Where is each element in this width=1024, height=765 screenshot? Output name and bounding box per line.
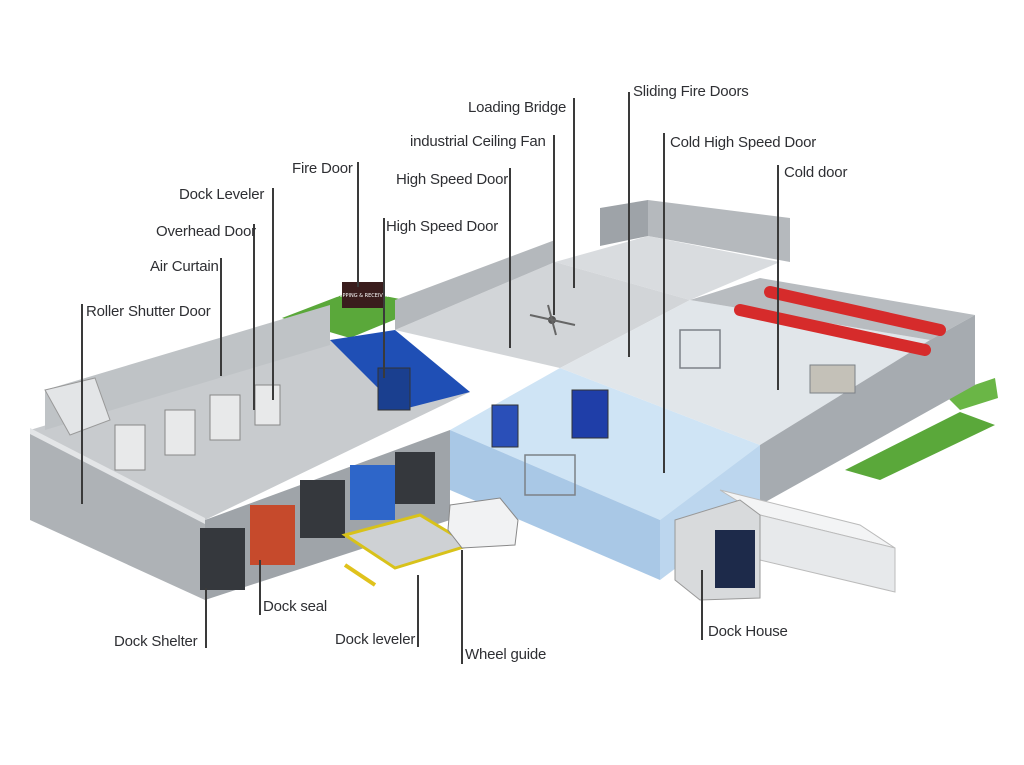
leader-overhead-door [253,224,255,410]
dock-shelter-door [200,528,245,590]
leader-cold-door [777,165,779,390]
leader-roller-shutter-door [81,304,83,504]
back-building-floor [555,236,780,300]
leader-sliding-fire-doors [628,92,630,357]
red-duct-1 [764,286,946,336]
production-back-wall [395,240,555,330]
left-front-wall-top [30,428,205,524]
pickup-truck [447,497,519,549]
shipping-sign-text: SHIPPING & RECEIVING [334,293,392,299]
leader-wheel-guide [461,550,463,664]
leader-ceiling-fan [553,135,555,315]
label-dock-leveler-upper: Dock Leveler [179,186,265,203]
label-air-curtain: Air Curtain [150,258,219,275]
dock-door-3 [300,480,345,538]
grass-patch-right [845,412,995,480]
leader-high-speed-door-lower [383,218,385,378]
overhead-door-3 [209,394,241,441]
label-cold-high-speed-door: Cold High Speed Door [670,134,817,151]
wheel-guide-line [343,563,377,587]
rack-3 [524,454,576,496]
shipping-sign [342,282,384,308]
overhead-door-4 [254,384,281,426]
label-wheel-guide: Wheel guide [465,646,547,663]
leader-air-curtain [220,258,222,376]
label-dock-leveler-lower: Dock leveler [335,631,416,648]
main-floor-left [30,340,470,520]
back-building-side [600,200,648,246]
leader-dock-shelter [205,588,207,648]
leader-loading-bridge [573,98,575,288]
label-sliding-fire-doors: Sliding Fire Doors [633,83,749,100]
left-back-wall [45,305,330,430]
leader-cold-high-speed-door [663,133,665,473]
production-floor [395,262,690,368]
back-building-wall [648,200,790,262]
dock-house-door [715,530,755,588]
label-dock-seal: Dock seal [263,598,328,615]
label-high-speed-door-lower: High Speed Door [386,218,499,235]
label-dock-shelter: Dock Shelter [114,633,198,650]
cold-room-floor [450,368,760,520]
label-dock-house: Dock House [708,623,788,640]
leader-dock-leveler-upper [272,188,274,400]
cold-room-side-door [491,404,519,448]
overhead-door-2 [164,409,196,456]
red-duct-2 [734,304,931,356]
left-front-wall [30,430,205,600]
label-overhead-door: Overhead Door [156,223,256,240]
cold-high-speed-door [571,389,609,439]
dock-seal-door [250,505,295,565]
rack-2 [809,364,856,394]
cold-storage-right-wall [760,315,975,505]
label-roller-shutter-door: Roller Shutter Door [86,303,211,320]
rack-1 [679,329,721,369]
roller-shutter-tower [44,377,111,436]
leader-dock-leveler-lower [417,575,419,647]
cold-room-wall-front [450,430,660,580]
leader-dock-seal [259,560,261,615]
label-high-speed-door-upper: High Speed Door [396,171,509,188]
dock-door-4 [350,465,395,520]
label-fire-door: Fire Door [292,160,353,177]
label-industrial-ceiling-fan: industrial Ceiling Fan [410,133,546,150]
dock-door-5 [395,452,435,504]
leader-high-speed-door-upper [509,168,511,348]
label-loading-bridge: Loading Bridge [468,99,567,116]
leader-dock-house [701,570,703,640]
overhead-door-1 [114,424,146,471]
label-cold-door: Cold door [784,164,848,181]
leader-fire-door [357,162,359,287]
grass-patch-far-right [945,378,998,410]
ceiling-fan-blade-2 [547,304,557,336]
